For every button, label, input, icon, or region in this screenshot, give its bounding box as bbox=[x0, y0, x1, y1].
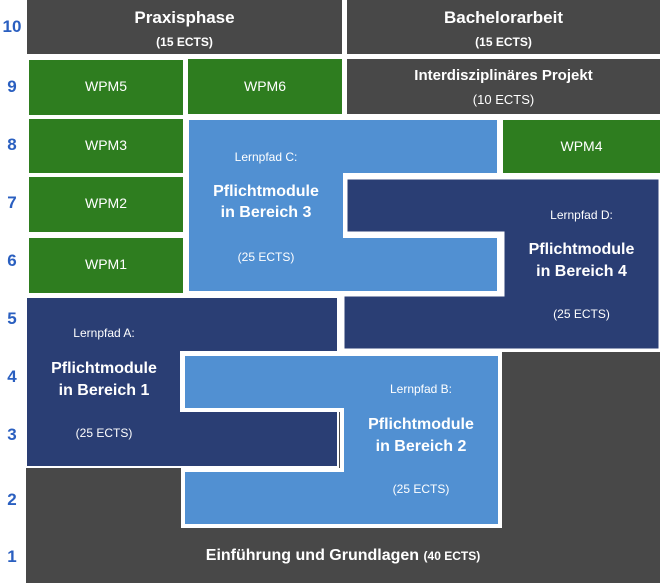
lernpfad-d-title-line2: in Bereich 4 bbox=[536, 263, 627, 280]
lernpfad-a-title-line2: in Bereich 1 bbox=[58, 382, 150, 399]
grundlagen-ects: (40 ECTS) bbox=[423, 549, 481, 563]
wpm5-block bbox=[29, 60, 183, 115]
lernpfad-c-ects: (25 ECTS) bbox=[237, 250, 295, 264]
lernpfad-b-title-line1: Pflichtmodule bbox=[368, 416, 474, 433]
wpm2-block bbox=[29, 177, 183, 232]
lernpfad-d-ects: (25 ECTS) bbox=[553, 307, 610, 321]
wpm4-block bbox=[503, 120, 660, 173]
lernpfad-a-title-line1: Pflichtmodule bbox=[51, 360, 157, 377]
wpm2-label: WPM2 bbox=[85, 195, 127, 211]
interdisziplinaer-title: Interdisziplinäres Projekt bbox=[414, 67, 593, 84]
interdisziplinaer-block bbox=[347, 59, 660, 114]
praxisphase-ects: (15 ECTS) bbox=[156, 35, 213, 49]
lernpfad-d-path: Lernpfad D: bbox=[550, 208, 613, 222]
wpm6-block bbox=[188, 59, 342, 114]
lernpfad-c-block bbox=[187, 118, 499, 293]
row-number-4: 4 bbox=[7, 367, 17, 386]
praxisphase-block bbox=[27, 0, 342, 54]
row-number-10: 10 bbox=[2, 17, 22, 36]
lernpfad-b-path: Lernpfad B: bbox=[389, 382, 453, 396]
lernpfad-c-title-line1: Pflichtmodule bbox=[213, 183, 319, 200]
row-number-6: 6 bbox=[7, 251, 17, 270]
lernpfad-b-block bbox=[181, 352, 502, 528]
bachelorarbeit-ects: (15 ECTS) bbox=[475, 35, 532, 49]
row-number-9: 9 bbox=[7, 77, 17, 96]
wpm1-block bbox=[29, 238, 183, 293]
lernpfad-b-ects: (25 ECTS) bbox=[392, 482, 450, 496]
wpm3-label: WPM3 bbox=[85, 137, 127, 153]
wpm6-label: WPM6 bbox=[244, 78, 286, 94]
row-number-2: 2 bbox=[7, 490, 17, 509]
praxisphase-title: Praxisphase bbox=[134, 8, 235, 27]
wpm5-label: WPM5 bbox=[85, 78, 127, 94]
wpm1-label: WPM1 bbox=[85, 256, 127, 272]
lernpfad-c-path: Lernpfad C: bbox=[234, 150, 298, 164]
lernpfad-a-path: Lernpfad A: bbox=[73, 326, 135, 340]
lernpfad-d-title-line1: Pflichtmodule bbox=[528, 241, 635, 258]
row-number-8: 8 bbox=[7, 135, 17, 154]
bachelorarbeit-block bbox=[347, 0, 660, 54]
lernpfad-c-title-line2: in Bereich 3 bbox=[220, 204, 312, 221]
lernpfad-d-block bbox=[341, 176, 660, 352]
bachelorarbeit-title: Bachelorarbeit bbox=[443, 8, 564, 27]
wpm4-label: WPM4 bbox=[560, 138, 603, 154]
lernpfad-a-ects: (25 ECTS) bbox=[75, 426, 133, 440]
wpm3-block bbox=[29, 119, 183, 173]
grundlagen-title: Einführung und Grundlagen bbox=[205, 547, 420, 564]
row-number-5: 5 bbox=[7, 309, 17, 328]
row-number-7: 7 bbox=[7, 193, 17, 212]
grundlagen-label: Einführung und Grundlagen (40 ECTS) bbox=[26, 547, 660, 565]
row-number-1: 1 bbox=[7, 547, 17, 566]
row-number-3: 3 bbox=[7, 425, 17, 444]
lernpfad-b-title-line2: in Bereich 2 bbox=[375, 438, 467, 455]
interdisziplinaer-ects: (10 ECTS) bbox=[472, 92, 535, 107]
